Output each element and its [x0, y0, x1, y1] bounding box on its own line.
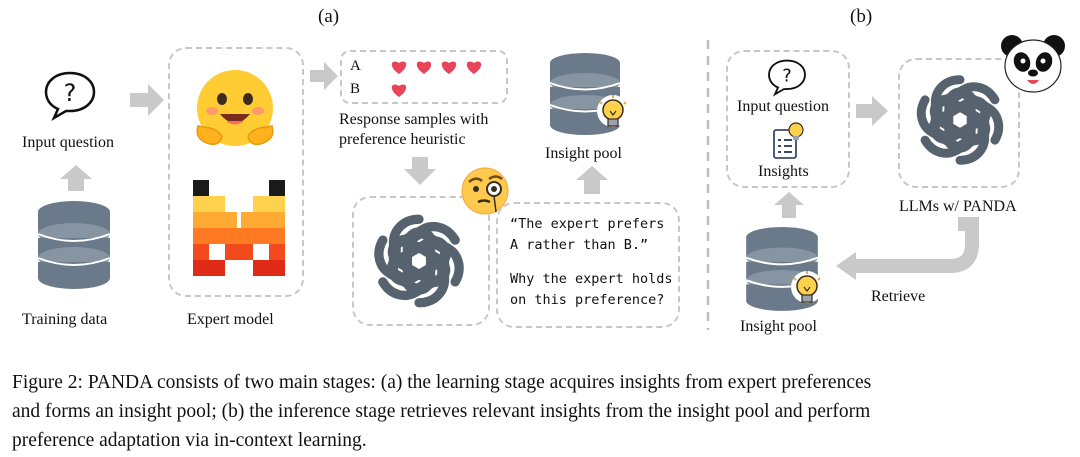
svg-text:?: ? [782, 66, 792, 87]
speech-line1: “The expert prefers [510, 216, 665, 232]
llm-panda-label: LLMs w/ PANDA [899, 198, 1017, 215]
input-question-label-b: Input question [737, 98, 829, 115]
sample-b-letter: B [350, 81, 361, 97]
speech-line4: on this preference? [510, 292, 665, 308]
arrow-up-training [60, 165, 92, 191]
heart-icon [416, 61, 432, 74]
insights-label: Insights [758, 163, 809, 180]
llm-box-a [352, 196, 490, 326]
caption-line1: Figure 2: PANDA consists of two main sta… [12, 372, 872, 393]
retrieve-arrow [836, 217, 979, 280]
expert-speech-box [496, 202, 680, 328]
openai-logo-icon-b [916, 75, 1004, 165]
openai-logo-icon [374, 214, 464, 308]
query-box-b [726, 50, 850, 188]
question-bubble-icon: ? [44, 71, 96, 122]
arrow-down-to-llm [404, 157, 436, 185]
insight-pool-label-b: Insight pool [740, 318, 817, 335]
training-data-label: Training data [22, 311, 108, 328]
response-samples-box [340, 50, 508, 104]
panel-a-label: (a) [318, 6, 340, 27]
figure-caption: Figure 2: PANDA consists of two main sta… [12, 368, 1074, 455]
insight-pool-label-a: Insight pool [545, 145, 622, 162]
heart-icon [441, 61, 457, 74]
lightbulb-icon-b [791, 271, 823, 303]
speech-line2: A rather than B.” [510, 237, 649, 253]
sample-hearts [391, 61, 482, 97]
panel-b-label: (b) [850, 6, 873, 27]
insights-document-icon [773, 122, 804, 159]
arrow-up-to-pool-a [576, 166, 608, 194]
arrow-right-to-samples [310, 62, 338, 90]
svg-text:?: ? [64, 79, 77, 107]
retrieve-label: Retrieve [871, 288, 926, 305]
caption-line3: preference adaptation via in-context lea… [12, 430, 367, 451]
arrow-up-to-query-b [774, 192, 804, 218]
expert-model-box [168, 47, 304, 297]
lightbulb-icon [597, 95, 629, 127]
speech-line3: Why the expert holds [510, 271, 673, 287]
caption-line2: and forms an insight pool; (b) the infer… [12, 401, 871, 422]
heart-icon [391, 61, 407, 74]
input-question-label-a: Input question [22, 134, 114, 151]
expert-model-label: Expert model [187, 311, 274, 328]
heart-icon [466, 61, 482, 74]
training-database-icon [37, 201, 111, 289]
arrow-right-to-expert [130, 84, 164, 116]
panel-divider [706, 40, 710, 330]
samples-caption-line2: preference heuristic [339, 131, 466, 148]
panda-icon [1001, 35, 1065, 93]
heart-icon [391, 84, 407, 97]
samples-caption-line1: Response samples with [339, 111, 489, 128]
mistral-logo-icon [193, 180, 285, 276]
sample-a-letter: A [350, 58, 361, 74]
monocle-face-icon [461, 167, 509, 215]
arrow-right-to-llm-b [856, 96, 888, 126]
question-bubble-icon-b: ? [768, 59, 806, 97]
hugging-face-icon [196, 70, 274, 146]
llm-box-b [898, 58, 1020, 188]
